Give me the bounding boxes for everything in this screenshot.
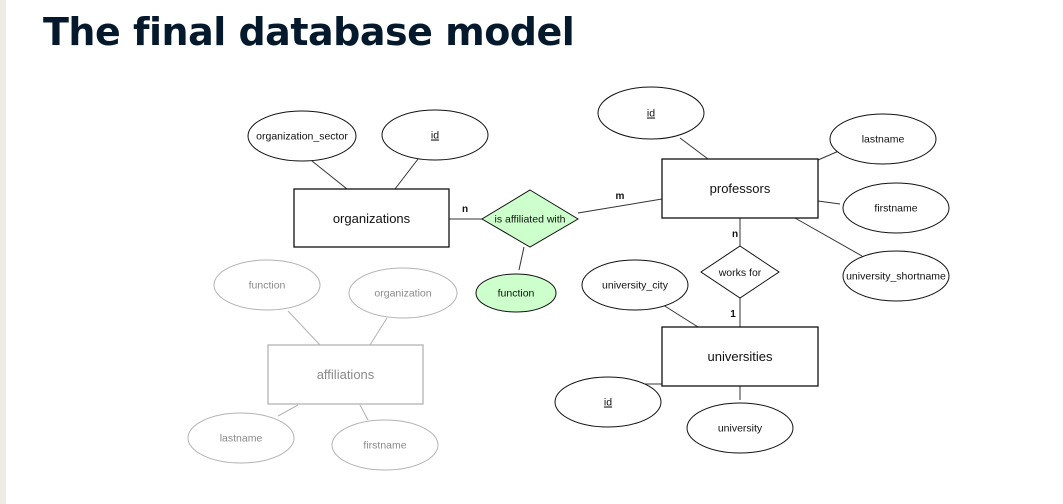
faded-attribute-organization: organization [348, 267, 458, 319]
attribute-label: firstname [874, 203, 917, 215]
attribute-label: id [431, 130, 439, 142]
faded-attribute-lastname: lastname [187, 412, 295, 464]
attribute-label: lastname [862, 134, 905, 146]
faded-attribute-function: function [213, 259, 321, 311]
attribute-university: university [686, 402, 794, 454]
attribute-organizations-id: id [381, 109, 489, 161]
attribute-university-city: university_city [581, 259, 689, 311]
entity-label: affiliations [317, 367, 375, 382]
entity-organizations: organizations [293, 188, 450, 248]
entity-affiliations: affiliations [267, 344, 424, 405]
attribute-label: university_shortname [846, 271, 946, 283]
attribute-label: lastname [220, 433, 263, 445]
attribute-university-shortname: university_shortname [842, 250, 950, 302]
attribute-label: function [249, 280, 286, 292]
cardinality-label: n [462, 204, 468, 215]
relationship-label: works for [718, 267, 762, 279]
relationship-label: is affiliated with [494, 214, 565, 226]
attribute-firstname: firstname [842, 182, 950, 234]
entity-professors: professors [661, 158, 819, 219]
attribute-label: university [718, 423, 763, 435]
faded-connector-lines [277, 310, 388, 421]
cardinality-label: 1 [730, 309, 736, 320]
cardinality-label: m [616, 191, 625, 202]
attribute-label: id [604, 397, 612, 409]
attribute-universities-id: id [554, 376, 662, 428]
cardinality-label: n [732, 229, 738, 240]
entity-universities: universities [661, 326, 819, 387]
attribute-label: id [647, 108, 655, 120]
page-title: The final database model [43, 10, 575, 54]
attribute-label: organization [374, 288, 431, 300]
attribute-label: function [498, 288, 535, 300]
attribute-function: function [475, 273, 557, 313]
entity-label: organizations [333, 211, 411, 226]
relationship-is-affiliated-with: is affiliated with [481, 189, 579, 248]
faded-attribute-firstname: firstname [331, 419, 439, 471]
attribute-label: firstname [363, 440, 406, 452]
attribute-professors-id: id [597, 86, 705, 140]
entity-label: universities [707, 349, 773, 364]
slide-edge-strip [0, 0, 6, 504]
attribute-label: organization_sector [256, 131, 348, 143]
attribute-label: university_city [602, 280, 669, 292]
attribute-lastname: lastname [829, 113, 937, 165]
attribute-organization-sector: organization_sector [247, 110, 357, 162]
relationship-works-for: works for [700, 245, 780, 299]
entity-label: professors [710, 181, 771, 196]
